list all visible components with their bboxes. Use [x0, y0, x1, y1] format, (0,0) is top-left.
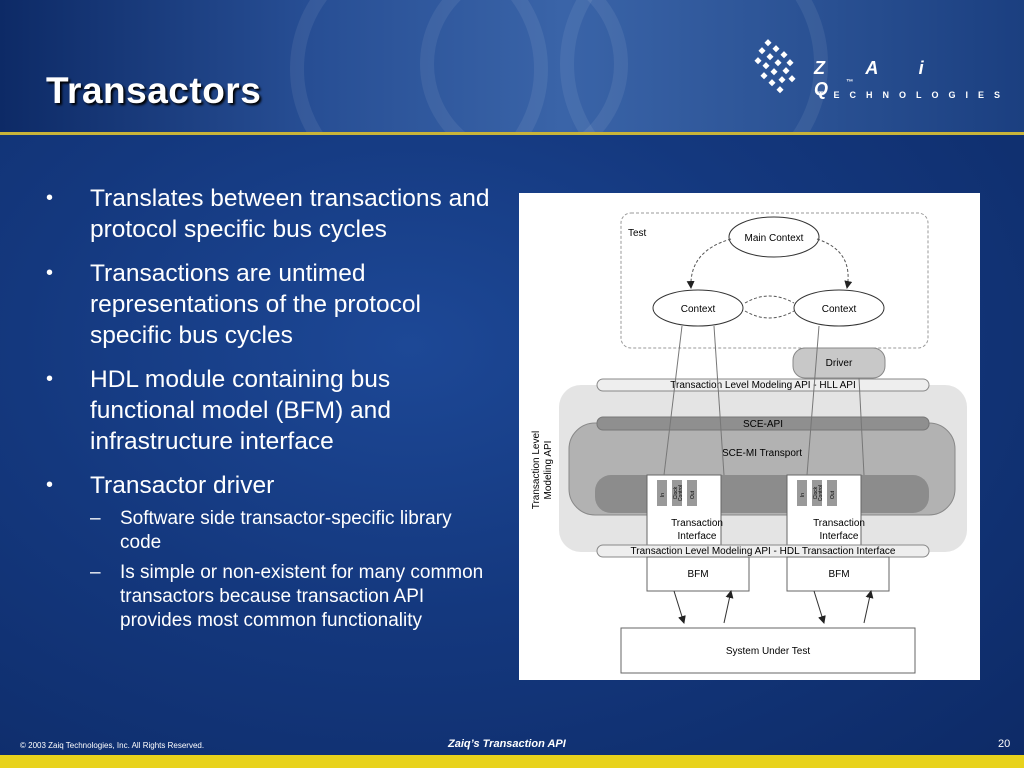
bullet-item: • Transactions are untimed representatio… [44, 258, 494, 351]
slide-title: Transactors [46, 70, 262, 111]
in-port-label: In [800, 493, 806, 497]
footer: © 2003 Zaiq Technologies, Inc. All Right… [0, 735, 1024, 755]
logo-wordmark: Z A i Q™ [814, 58, 942, 99]
main-context-node [728, 216, 820, 258]
main-context-label: Main Context [745, 233, 804, 244]
side-label-line1: Transaction Level [531, 431, 542, 510]
sub-bullet-item: – Software side transactor-specific libr… [90, 507, 494, 555]
architecture-diagram: Test Main Context Context Context Driver… [519, 193, 980, 680]
bullet-glyph: • [46, 474, 54, 496]
sut-to-bfm-arrow [723, 590, 734, 624]
bullet-text: Transactions are untimed representations… [90, 260, 421, 349]
out-port [687, 480, 697, 506]
sut-to-bfm-arrow [863, 590, 874, 624]
sce-api-label: SCE-API [743, 419, 783, 430]
bullet-list: • Translates between transactions and pr… [44, 183, 494, 633]
bfm-to-sut-arrow [813, 590, 826, 624]
hll-api-label: Transaction Level Modeling API - HLL API [670, 380, 855, 391]
context-left-label: Context [681, 304, 716, 315]
sce-mi-label: SCE-MI Transport [722, 448, 802, 459]
side-label-line2: Modeling API [543, 441, 554, 500]
sce-api-bar [596, 416, 930, 431]
sub-bullet-text: Software side transactor-specific librar… [120, 508, 452, 553]
bfm-left [646, 556, 750, 592]
sub-bullet-text: Is simple or non-existent for many commo… [120, 562, 484, 631]
hdl-api-label: Transaction Level Modeling API - HDL Tra… [631, 546, 896, 557]
context-left-node [652, 289, 744, 327]
ti-right-line1: Transaction [813, 518, 865, 529]
connector-line [806, 325, 820, 476]
main-to-right-arrow [816, 238, 853, 289]
bfm-right [786, 556, 890, 592]
connector-line [713, 325, 725, 476]
bfm-to-sut-arrow [673, 590, 686, 624]
context-right-label: Context [822, 304, 857, 315]
driver-label: Driver [826, 358, 853, 369]
ti-left-line1: Transaction [671, 518, 723, 529]
in-port-label: In [660, 493, 666, 497]
bullet-glyph: • [46, 187, 54, 209]
footer-center-title: Zaiq’s Transaction API [448, 738, 566, 750]
clock-control-port [812, 480, 822, 506]
in-port [797, 480, 807, 506]
clock-control-port [672, 480, 682, 506]
bullet-item: • Translates between transactions and pr… [44, 183, 494, 245]
clock-port-label: Clock [673, 486, 679, 499]
dash-glyph: – [90, 562, 101, 583]
bullet-text: Transactor driver [90, 472, 275, 499]
context-right-node [793, 289, 885, 327]
header-divider [0, 132, 1024, 135]
header-band [0, 0, 1024, 132]
control-port-label: Control [818, 485, 824, 501]
dash-glyph: – [90, 508, 101, 529]
ti-left-line2: Interface [678, 531, 717, 542]
bfm-left-label: BFM [687, 569, 708, 580]
bullet-item: • HDL module containing bus functional m… [44, 364, 494, 457]
bfm-right-label: BFM [828, 569, 849, 580]
context-link [744, 310, 795, 319]
footer-accent-bar [0, 755, 1024, 768]
connector-line [663, 325, 683, 476]
diagram-canvas: Test Main Context Context Context Driver… [531, 212, 967, 674]
hll-api-bar [596, 378, 930, 392]
out-port-label: Out [690, 490, 696, 499]
main-to-left-arrow [686, 238, 732, 289]
control-port-label: Control [678, 485, 684, 501]
system-under-test [620, 627, 916, 674]
hdl-api-bar [596, 544, 930, 558]
bullet-text: HDL module containing bus functional mod… [90, 366, 391, 455]
logo-mark-icon [754, 39, 796, 94]
ti-right-line2: Interface [820, 531, 859, 542]
logo-tagline: TECHNOLOGIES [818, 90, 1011, 100]
footer-copyright: © 2003 Zaiq Technologies, Inc. All Right… [20, 741, 205, 750]
bullet-glyph: • [46, 368, 54, 390]
in-port [657, 480, 667, 506]
clock-port-label: Clock [813, 486, 819, 499]
sub-bullet-item: – Is simple or non-existent for many com… [90, 561, 494, 633]
interface-band [595, 475, 929, 513]
driver-box [792, 347, 886, 379]
bullet-item: • Transactor driver [44, 470, 494, 501]
bullet-glyph: • [46, 262, 54, 284]
connector-line [858, 377, 865, 476]
test-label: Test [628, 228, 647, 239]
out-port [827, 480, 837, 506]
sut-label: System Under Test [726, 646, 811, 657]
out-port-label: Out [830, 490, 836, 499]
bullet-text: Translates between transactions and prot… [90, 185, 490, 243]
page-number: 20 [998, 738, 1011, 750]
company-logo: Z A i Q™ TECHNOLOGIES [752, 38, 1002, 108]
context-link [744, 295, 795, 304]
